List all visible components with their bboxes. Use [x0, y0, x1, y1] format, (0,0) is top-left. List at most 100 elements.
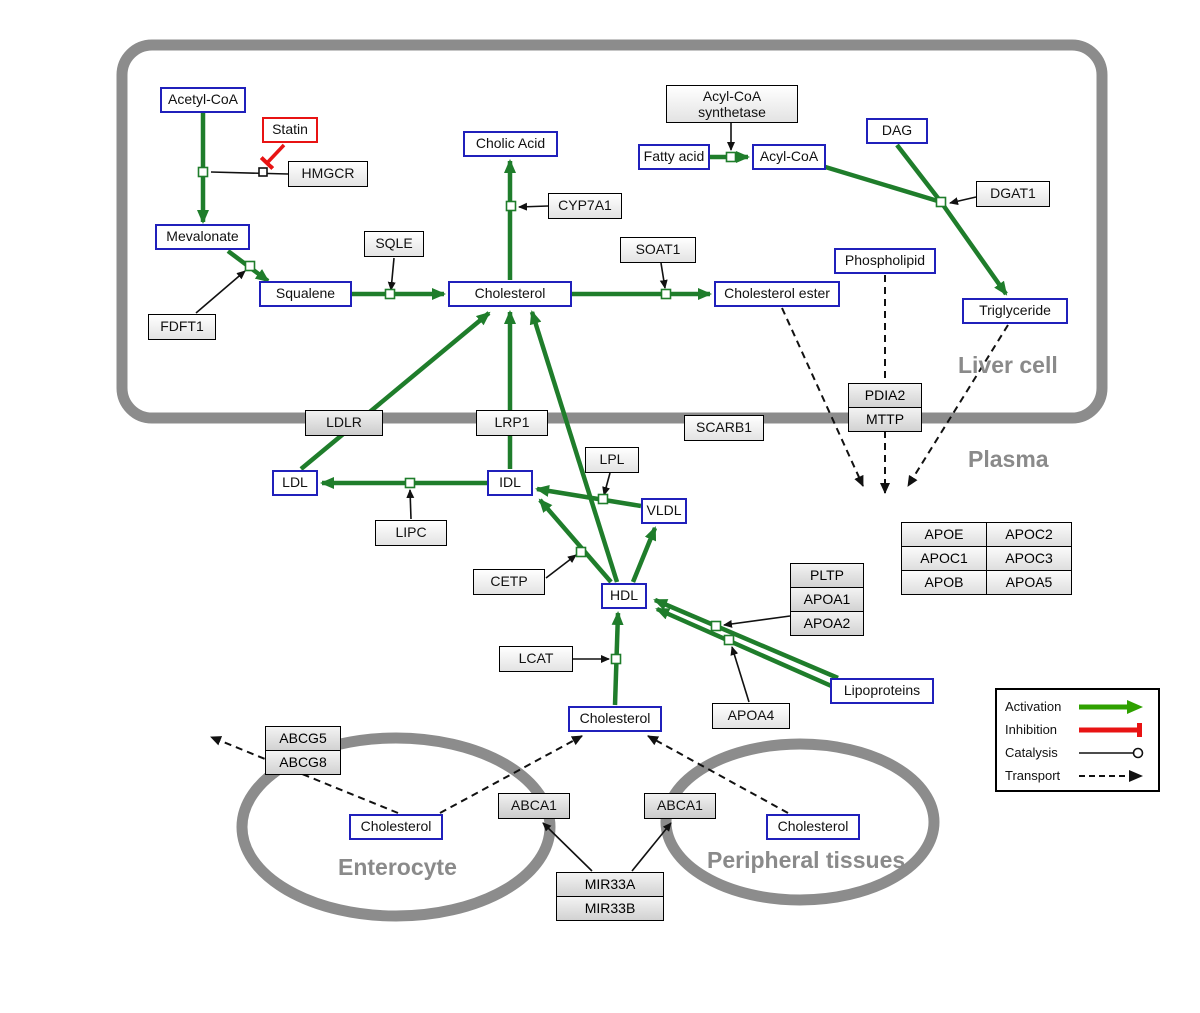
node-ldlr[interactable]: LDLR [305, 410, 383, 436]
anchor [597, 493, 609, 505]
edge-pltp-group-catalysis [723, 615, 791, 628]
node-idl[interactable]: IDL [487, 470, 533, 496]
node-hmgcr[interactable]: HMGCR [288, 161, 368, 187]
node-apoa2[interactable]: APOA2 [790, 611, 864, 636]
edge-statin-inhibition [259, 143, 286, 170]
node-dag[interactable]: DAG [866, 118, 928, 144]
node-dgat1[interactable]: DGAT1 [976, 181, 1050, 207]
node-pltp[interactable]: PLTP [790, 563, 864, 588]
node-apoc3[interactable]: APOC3 [986, 546, 1072, 571]
group-mir33: MIR33A MIR33B [556, 872, 664, 921]
node-acetyl-coa[interactable]: Acetyl-CoA [160, 87, 246, 113]
edge-enterocyte-efflux [210, 736, 399, 814]
legend-catalysis-row: Catalysis [1005, 741, 1150, 764]
apolipoprotein-table: APOE APOC2 APOC1 APOC3 APOB APOA5 [901, 522, 1072, 595]
node-apoc1[interactable]: APOC1 [901, 546, 987, 571]
edge-mir33-abca1-right [631, 822, 672, 872]
anchor [725, 151, 737, 163]
legend-transport-label: Transport [1005, 768, 1061, 783]
peripheral-tissues-label: Peripheral tissues [707, 847, 906, 873]
catalysis-circle-icon [1079, 747, 1144, 758]
node-fdft1[interactable]: FDFT1 [148, 314, 216, 340]
node-apoc2[interactable]: APOC2 [986, 522, 1072, 547]
node-abcg5[interactable]: ABCG5 [265, 726, 341, 751]
liver-cell-label: Liver cell [958, 352, 1058, 378]
node-abca1-right[interactable]: ABCA1 [644, 793, 716, 819]
node-lipoproteins[interactable]: Lipoproteins [830, 678, 934, 704]
peripheral-tissues-outline [660, 738, 940, 906]
node-lcat[interactable]: LCAT [499, 646, 573, 672]
node-abcg8[interactable]: ABCG8 [265, 750, 341, 775]
inhibition-tbar-icon [1079, 722, 1142, 737]
node-lipc[interactable]: LIPC [375, 520, 447, 546]
edge-hdl-idl [538, 498, 613, 584]
node-hdl[interactable]: HDL [601, 583, 647, 609]
edge-lipoproteins-hdl-upper [653, 597, 839, 681]
edge-enterocyte-cholesterol-plasma [439, 735, 583, 814]
catalysis-edges [195, 121, 977, 872]
edge-fdft1-catalysis [195, 270, 246, 314]
node-cholesterol-plasma[interactable]: Cholesterol [568, 706, 662, 732]
node-vldl[interactable]: VLDL [641, 498, 687, 524]
node-cholesterol-liver[interactable]: Cholesterol [448, 281, 572, 307]
node-apoa5[interactable]: APOA5 [986, 570, 1072, 595]
node-pdia2[interactable]: PDIA2 [848, 383, 922, 408]
group-pltp-apoa1-apoa2: PLTP APOA1 APOA2 [790, 563, 864, 636]
node-statin[interactable]: Statin [262, 117, 318, 143]
edge-apoa4-catalysis [730, 646, 750, 703]
node-phospholipid[interactable]: Phospholipid [834, 248, 936, 274]
edge-hdl-vldl [630, 526, 658, 583]
reaction-anchors [197, 151, 947, 665]
node-apoa4[interactable]: APOA4 [712, 703, 790, 729]
node-apoa1[interactable]: APOA1 [790, 587, 864, 612]
node-cholesterol-ester[interactable]: Cholesterol ester [714, 281, 840, 307]
edge-cyp7a1-catalysis [518, 202, 549, 211]
node-mevalonate[interactable]: Mevalonate [155, 224, 250, 250]
node-cetp[interactable]: CETP [473, 569, 545, 595]
node-squalene[interactable]: Squalene [259, 281, 352, 307]
node-apoe[interactable]: APOE [901, 522, 987, 547]
node-cholesterol-enterocyte[interactable]: Cholesterol [349, 814, 443, 840]
node-ldl[interactable]: LDL [272, 470, 318, 496]
anchor [660, 288, 672, 300]
anchor [384, 288, 396, 300]
group-pdia2-mttp: PDIA2 MTTP [848, 383, 922, 432]
anchor-hmgcr [258, 167, 268, 177]
node-cholesterol-peripheral[interactable]: Cholesterol [766, 814, 860, 840]
node-mir33a[interactable]: MIR33A [556, 872, 664, 897]
edge-hdl-cholesterol [529, 310, 620, 583]
anchor [197, 166, 209, 178]
edge-cetp-catalysis [545, 554, 577, 579]
edge-soat1-catalysis [659, 262, 668, 289]
legend-catalysis-label: Catalysis [1005, 745, 1058, 760]
node-lpl[interactable]: LPL [585, 447, 639, 473]
node-apob[interactable]: APOB [901, 570, 987, 595]
edge-sqle-catalysis [387, 257, 396, 291]
node-lrp1[interactable]: LRP1 [476, 410, 548, 436]
legend-transport-row: Transport [1005, 764, 1150, 787]
node-cholic-acid[interactable]: Cholic Acid [463, 131, 558, 157]
edge-lipoproteins-hdl-lower [655, 606, 846, 695]
node-soat1[interactable]: SOAT1 [620, 237, 696, 263]
edge-lpl-catalysis [602, 472, 611, 496]
node-sqle[interactable]: SQLE [364, 231, 424, 257]
legend-activation-label: Activation [1005, 699, 1062, 714]
node-fatty-acid[interactable]: Fatty acid [638, 144, 710, 170]
legend: Activation Inhibition Catalysis Transpor… [995, 688, 1160, 792]
legend-activation-row: Activation [1005, 695, 1150, 718]
node-triglyceride[interactable]: Triglyceride [962, 298, 1068, 324]
anchor [575, 546, 587, 558]
node-acyl-coa-synthetase[interactable]: Acyl-CoA synthetase [666, 85, 798, 123]
node-mttp[interactable]: MTTP [848, 407, 922, 432]
liver-cell-outline [116, 39, 1108, 424]
node-mir33b[interactable]: MIR33B [556, 896, 664, 921]
anchor [935, 196, 947, 208]
node-abca1-left[interactable]: ABCA1 [498, 793, 570, 819]
node-cyp7a1[interactable]: CYP7A1 [548, 193, 622, 219]
node-scarb1[interactable]: SCARB1 [684, 415, 764, 441]
edge-cholesterolester-plasma [781, 307, 864, 487]
anchor [710, 620, 722, 632]
node-acyl-coa[interactable]: Acyl-CoA [752, 144, 826, 170]
anchor [244, 260, 256, 272]
